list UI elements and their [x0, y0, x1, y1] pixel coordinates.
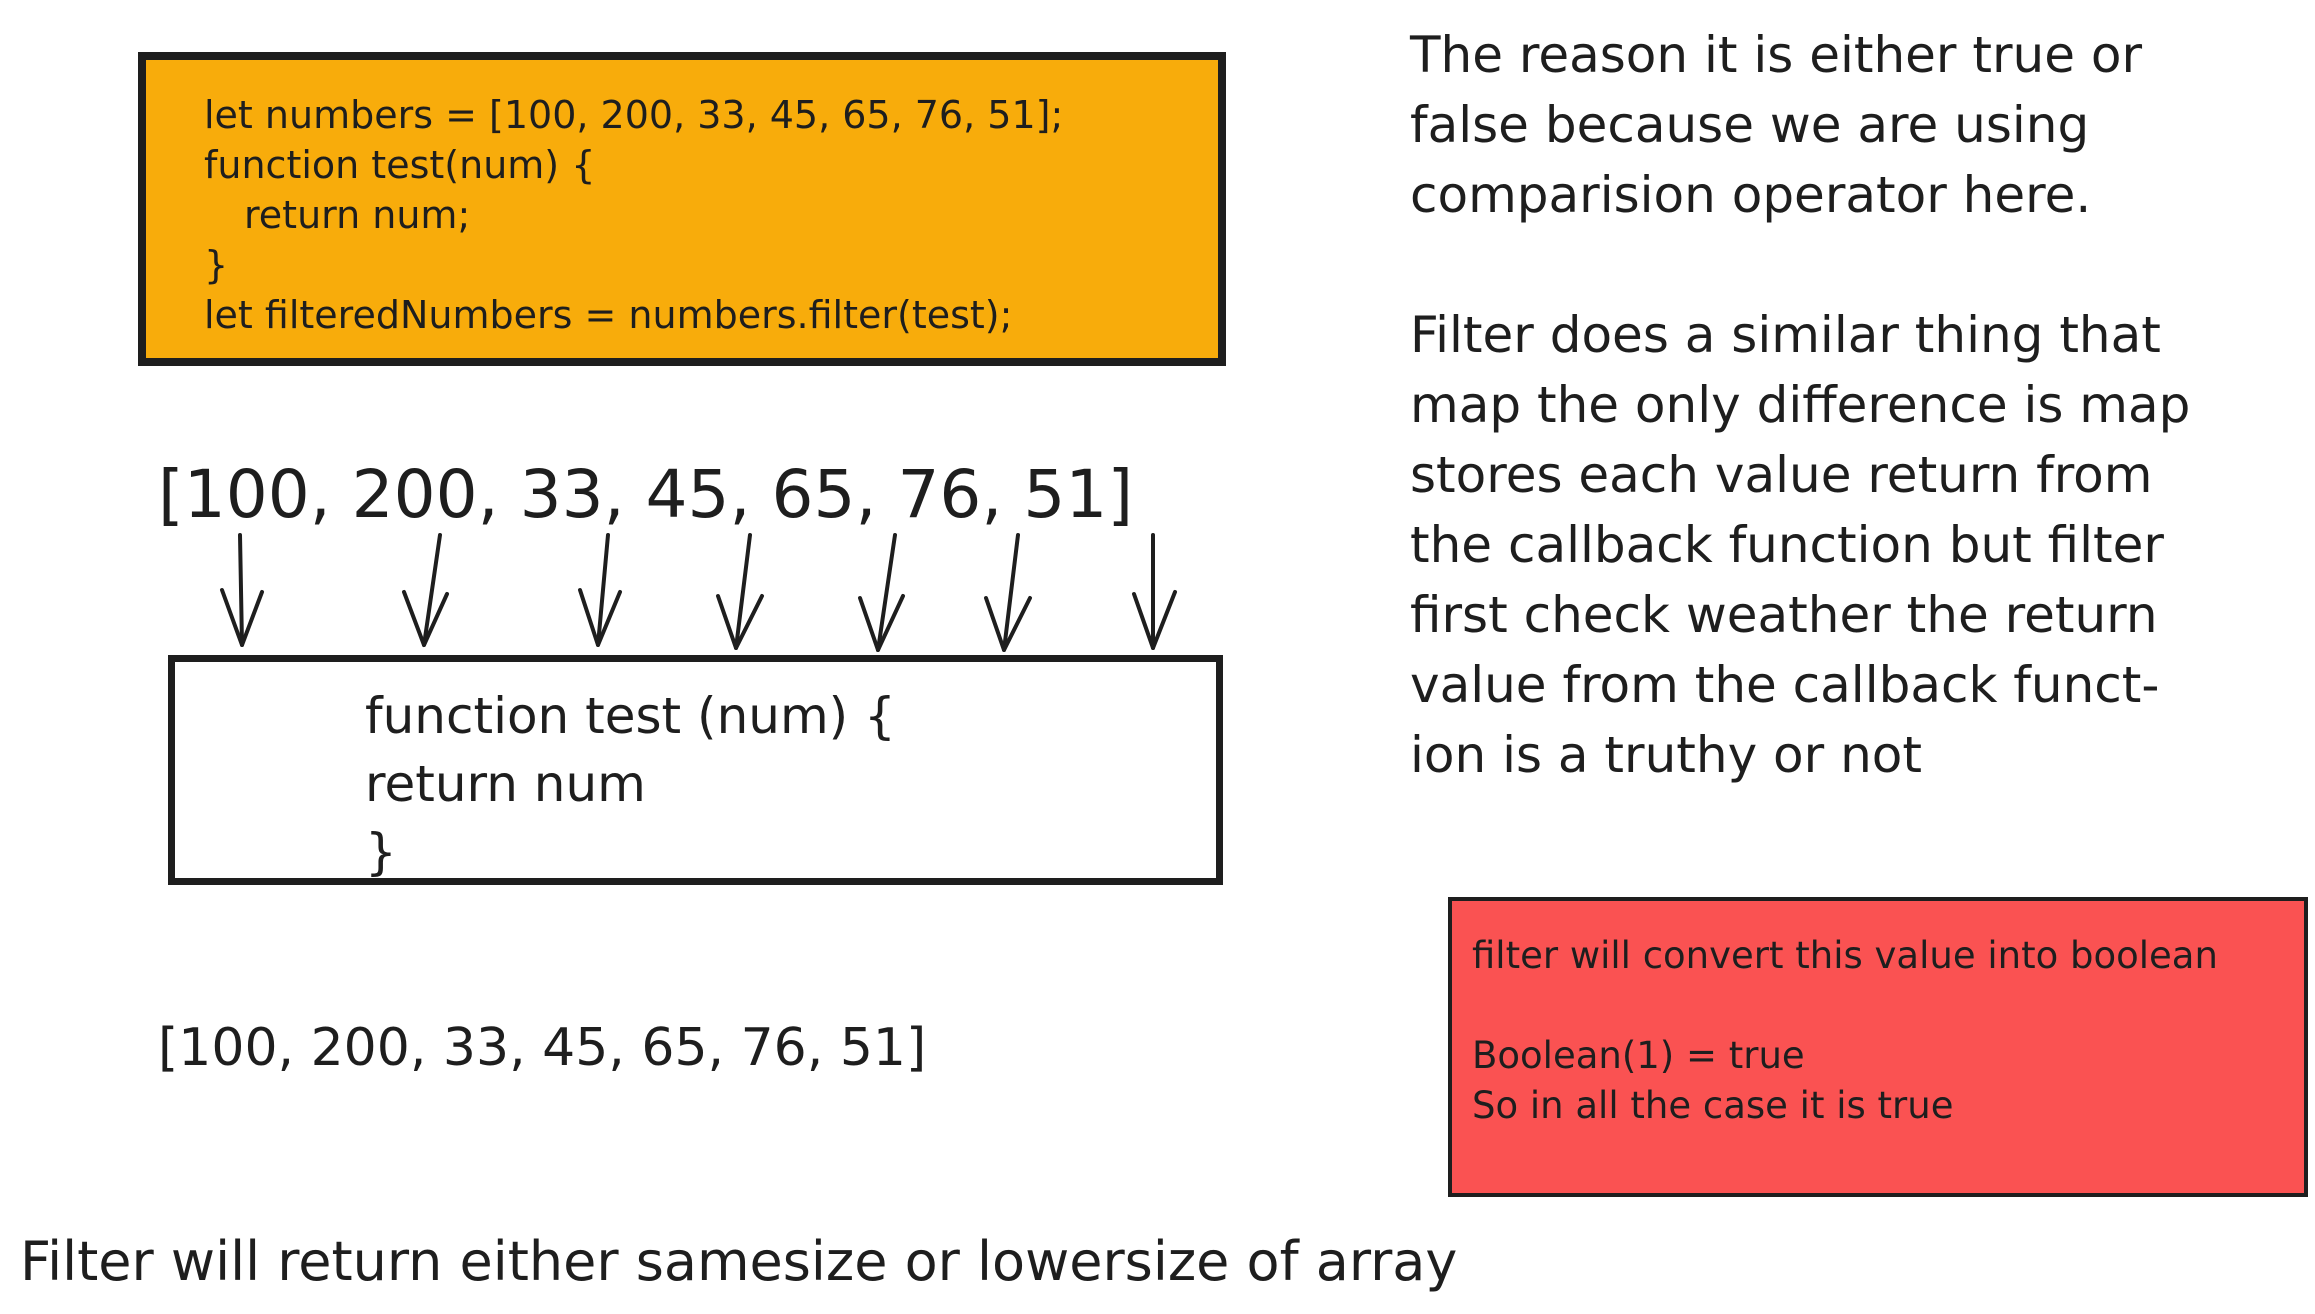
paragraph-gap [1410, 230, 2290, 300]
code-line-3: return num; [244, 193, 471, 237]
explanation-p2-line-7: ion is a truthy or not [1410, 726, 1922, 784]
note-line-3: So in all the case it is true [1472, 1084, 1954, 1127]
explanation-p1-line-2: false because we are using [1410, 96, 2090, 154]
explanation-p1-line-1: The reason it is either true or [1410, 26, 2143, 84]
explanation-p1-line-3: comparision operator here. [1410, 166, 2092, 224]
function-line-2: return num [365, 755, 646, 813]
code-snippet-box: let numbers = [100, 200, 33, 45, 65, 76,… [138, 52, 1226, 366]
arrow-down-icon [984, 533, 1032, 652]
explanation-p2-line-3: stores each value return from [1410, 446, 2153, 504]
summary-text: Filter will return either samesize or lo… [20, 1230, 1458, 1293]
note-line-1: filter will convert this value into bool… [1472, 934, 2218, 977]
function-line-1: function test (num) { [365, 687, 896, 745]
function-line-3: } [365, 823, 397, 881]
arrow-down-icon [1132, 533, 1177, 650]
explanation-p2-line-4: the callback function but filter [1410, 516, 2164, 574]
explanation-text: The reason it is either true or false be… [1410, 20, 2290, 790]
note-gap [1472, 981, 2304, 1031]
boolean-note-box: filter will convert this value into bool… [1448, 897, 2308, 1197]
code-line-5: let filteredNumbers = numbers.filter(tes… [204, 293, 1013, 337]
code-line-2: function test(num) { [204, 143, 596, 187]
explanation-p2-line-1: Filter does a similar thing that [1410, 306, 2161, 364]
code-line-4: } [204, 243, 229, 287]
code-line-1: let numbers = [100, 200, 33, 45, 65, 76,… [204, 93, 1064, 137]
arrow-down-icon [858, 533, 905, 652]
arrow-down-icon [716, 533, 764, 650]
explanation-p2-line-5: first check weather the return [1410, 586, 2158, 644]
function-box: function test (num) { return num } [168, 655, 1223, 885]
explanation-p2-line-6: value from the callback funct- [1410, 656, 2160, 714]
note-line-2: Boolean(1) = true [1472, 1034, 1805, 1077]
arrow-down-icon [578, 533, 622, 647]
output-array: [100, 200, 33, 45, 65, 76, 51] [158, 1018, 927, 1078]
arrow-down-icon [220, 533, 264, 647]
input-array: [100, 200, 33, 45, 65, 76, 51] [158, 456, 1134, 533]
explanation-p2-line-2: map the only difference is map [1410, 376, 2191, 434]
arrow-down-icon [402, 533, 449, 647]
